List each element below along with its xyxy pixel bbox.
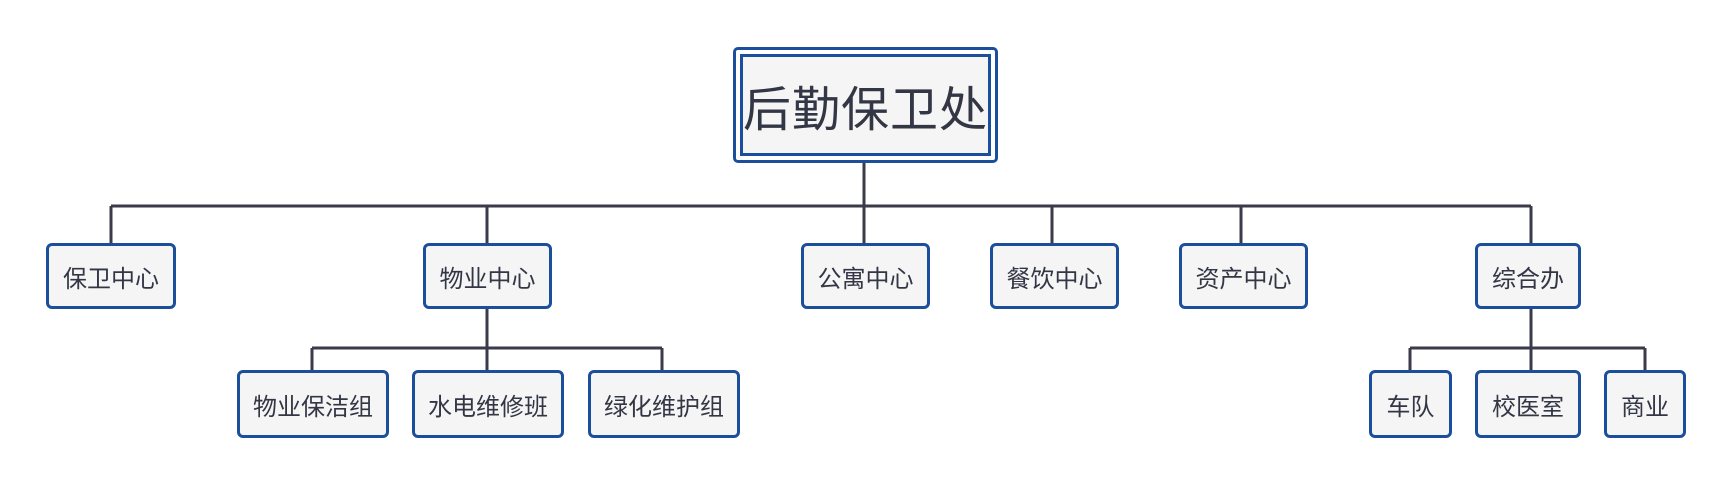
sub-label: 物业保洁组	[253, 392, 373, 421]
dept-label: 公寓中心	[817, 264, 914, 293]
dept-label: 物业中心	[439, 264, 536, 293]
root-node[interactable]: 后勤保卫处	[733, 47, 998, 163]
dept-label: 餐饮中心	[1006, 264, 1103, 293]
root-label: 后勤保卫处	[740, 54, 991, 156]
dept-node-gongyu[interactable]: 公寓中心	[801, 243, 930, 309]
dept-node-zonghe[interactable]: 综合办	[1475, 243, 1581, 309]
dept-node-wuye[interactable]: 物业中心	[423, 243, 552, 309]
dept-label: 综合办	[1492, 264, 1564, 293]
sub-node-shangye[interactable]: 商业	[1604, 370, 1686, 438]
dept-node-baowei[interactable]: 保卫中心	[46, 243, 176, 309]
dept-node-zichan[interactable]: 资产中心	[1179, 243, 1308, 309]
sub-label: 水电维修班	[428, 392, 548, 421]
dept-node-canyin[interactable]: 餐饮中心	[990, 243, 1119, 309]
sub-label: 绿化维护组	[604, 392, 724, 421]
sub-label: 车队	[1386, 392, 1435, 421]
sub-node-lvhua[interactable]: 绿化维护组	[588, 370, 740, 438]
sub-node-shuidian[interactable]: 水电维修班	[412, 370, 564, 438]
sub-label: 校医室	[1492, 392, 1564, 421]
sub-node-xiaoyishi[interactable]: 校医室	[1475, 370, 1581, 438]
dept-label: 保卫中心	[63, 264, 159, 293]
sub-node-baojie[interactable]: 物业保洁组	[237, 370, 389, 438]
sub-node-chedui[interactable]: 车队	[1369, 370, 1452, 438]
dept-label: 资产中心	[1195, 264, 1292, 293]
sub-label: 商业	[1621, 392, 1669, 421]
